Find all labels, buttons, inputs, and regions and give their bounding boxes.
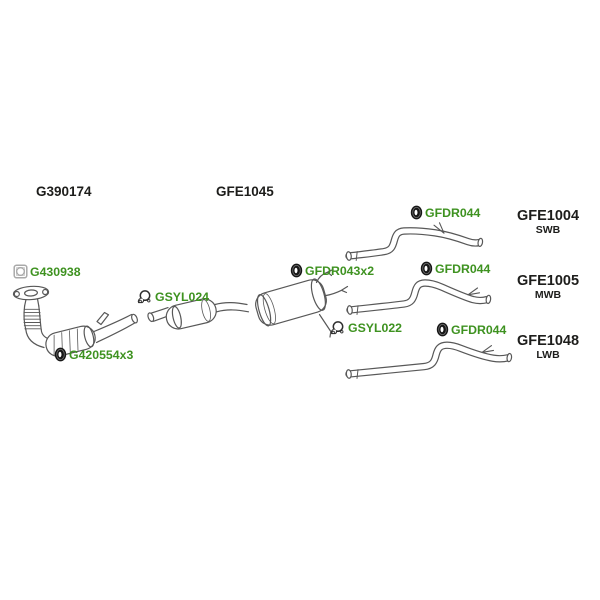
tailpipe-mwb-drawing xyxy=(347,283,492,315)
part-link-label: GFDR044 xyxy=(425,205,481,220)
center-silencer-assembly-drawing xyxy=(147,268,349,338)
variant-code: GFE1004 xyxy=(516,208,580,224)
part-link-label: GSYL024 xyxy=(155,290,209,304)
rubber-mount-icon xyxy=(54,347,67,362)
clamp-icon xyxy=(330,321,344,335)
rubber-mount-icon xyxy=(290,263,303,278)
center-section-part-number: GFE1045 xyxy=(216,184,274,199)
part-link-label: G420554x3 xyxy=(69,347,134,362)
part-link-label: GFDR044 xyxy=(451,322,507,337)
variant-mwb: GFE1005 MWB xyxy=(511,273,585,302)
part-link-gfdr043x2[interactable]: GFDR043x2 xyxy=(290,263,374,278)
part-link-g420554x3[interactable]: G420554x3 xyxy=(54,347,133,362)
part-link-gfdr044-lwb[interactable]: GFDR044 xyxy=(436,322,506,337)
part-link-label: G430938 xyxy=(30,264,81,279)
tailpipe-swb-drawing xyxy=(346,222,484,261)
variant-wheelbase: LWB xyxy=(536,349,560,361)
rubber-mount-icon xyxy=(410,205,423,220)
part-link-gsyl024[interactable]: GSYL024 xyxy=(136,289,209,305)
part-link-gsyl022[interactable]: GSYL022 xyxy=(329,320,402,336)
gasket-icon xyxy=(13,264,28,279)
rubber-mount-icon xyxy=(420,261,433,276)
variant-wheelbase: SWB xyxy=(535,224,561,236)
tailpipe-lwb-drawing xyxy=(346,345,513,379)
variant-lwb: GFE1048 LWB xyxy=(511,333,585,362)
muffler-drawing xyxy=(255,278,327,327)
front-downpipe-drawing xyxy=(12,285,138,357)
front-pipe-part-number: G390174 xyxy=(36,184,92,199)
part-link-gfdr044-swb[interactable]: GFDR044 xyxy=(410,205,480,220)
variant-code: GFE1005 xyxy=(516,273,580,289)
part-link-gfdr044-mwb[interactable]: GFDR044 xyxy=(420,261,490,276)
rubber-mount-icon xyxy=(436,322,449,337)
variant-wheelbase: MWB xyxy=(534,289,562,301)
part-link-g430938[interactable]: G430938 xyxy=(13,264,81,279)
part-link-label: GFDR044 xyxy=(435,261,491,276)
variant-code: GFE1048 xyxy=(516,333,580,349)
part-link-label: GSYL022 xyxy=(348,321,402,335)
clamp-icon xyxy=(137,290,151,304)
variant-swb: GFE1004 SWB xyxy=(511,208,585,237)
resonator-drawing xyxy=(165,298,217,330)
part-link-label: GFDR043x2 xyxy=(305,263,375,278)
